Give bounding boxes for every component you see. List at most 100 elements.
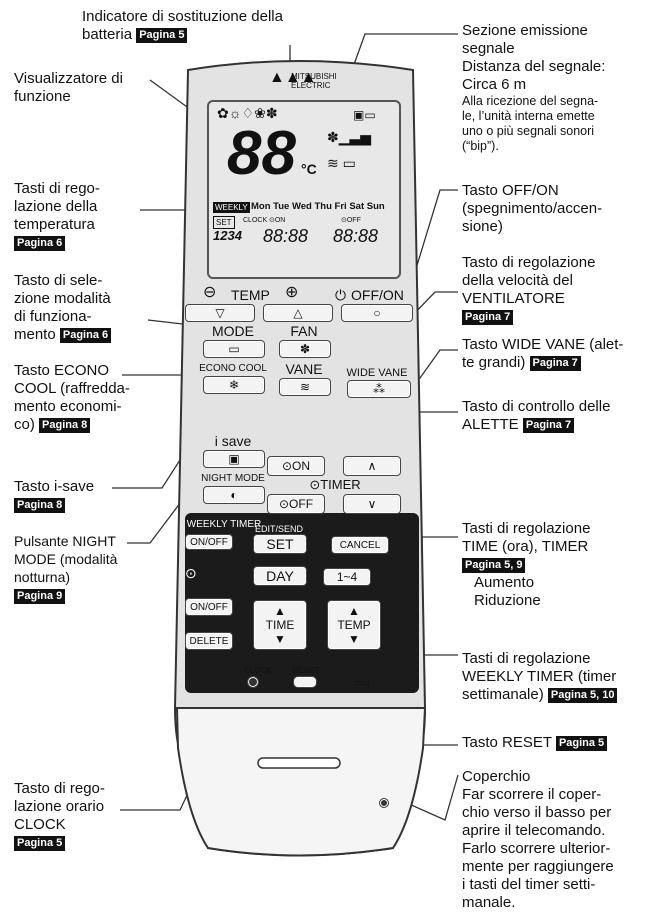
- lcd-unit: °C: [301, 161, 317, 177]
- arrow-up-icon: ▲: [348, 604, 360, 618]
- vane-icon: ≋ ▭: [327, 155, 356, 171]
- temp-timer-label: TEMP: [337, 618, 371, 632]
- vane-icon: ≋: [299, 380, 311, 394]
- weekly-onoff-button[interactable]: ON/OFF: [185, 534, 233, 550]
- lcd-digits: 1234: [213, 228, 242, 243]
- timer-off-button[interactable]: ⊙OFF: [267, 494, 325, 514]
- line-night: [127, 489, 191, 544]
- time-button[interactable]: ▲TIME▼: [253, 600, 307, 650]
- timer-label: ⊙TIMER: [309, 477, 361, 492]
- timer-on-button[interactable]: ⊙ON: [267, 456, 325, 476]
- reset-button[interactable]: [293, 676, 317, 688]
- offon-label: OFF/ON: [351, 287, 404, 303]
- triangle-down-icon: ▽: [215, 306, 225, 320]
- vane-button[interactable]: ≋: [279, 378, 331, 396]
- snowflake-icon: ❄: [228, 378, 240, 392]
- callout-reset: Tasto RESET Pagina 5: [462, 734, 652, 752]
- weekly-timer-label: WEEKLY TIMER: [186, 519, 262, 530]
- callout-widevane: Tasto WIDE VANE (alet-te grandi) Pagina …: [462, 336, 624, 371]
- lcd-time1: 88:88: [263, 226, 309, 246]
- fan-button[interactable]: ✽: [279, 340, 331, 358]
- battery-icon: ▣▭: [353, 108, 376, 122]
- chevron-down-icon: ∨: [367, 497, 377, 511]
- temp-timer-button[interactable]: ▲TEMP▼: [327, 600, 381, 650]
- temp-plus-icon: ⊕: [285, 284, 299, 301]
- arrow-up-icon: ▲: [274, 604, 286, 618]
- cancel-button[interactable]: CANCEL: [331, 536, 389, 554]
- temp-minus-icon: ⊖: [203, 284, 217, 301]
- power-icon: ⏻: [335, 287, 347, 303]
- cover-handle[interactable]: [379, 798, 389, 808]
- clock-label: CLOCK: [244, 666, 272, 675]
- mode-label: MODE: [212, 323, 254, 339]
- lcd-weekly: WEEKLY: [213, 202, 250, 213]
- arrow-down-icon: ▼: [274, 632, 286, 646]
- lcd-set: SET: [213, 216, 235, 229]
- timer-down-button[interactable]: ∨: [343, 494, 401, 514]
- editsend-label: EDIT/SEND: [254, 524, 303, 534]
- lcd-on: ⊙ON: [269, 217, 286, 224]
- isave-label: i save: [214, 433, 252, 449]
- night-mode-button[interactable]: ◐: [203, 486, 265, 504]
- fan-icon: ✽: [299, 342, 311, 356]
- isave-button[interactable]: ▣: [203, 450, 265, 468]
- timer-up-button[interactable]: ∧: [343, 456, 401, 476]
- mode-icons: ✿☼♢❀✽: [217, 105, 278, 121]
- arrow-down-icon: ▼: [348, 632, 360, 646]
- line-isave: [112, 459, 181, 489]
- lcd-days: Mon Tue Wed Thu Fri Sat Sun: [251, 201, 385, 212]
- lcd-time2: 88:88: [333, 226, 379, 246]
- temp-up-button[interactable]: △: [263, 304, 333, 322]
- vane-label: VANE: [285, 361, 323, 377]
- mode-button[interactable]: ▭: [203, 340, 265, 358]
- day-button[interactable]: DAY: [253, 566, 307, 586]
- widevane-label: WIDE VANE: [346, 367, 408, 379]
- set-button[interactable]: SET: [253, 534, 307, 554]
- temp-down-button[interactable]: ▽: [185, 304, 255, 322]
- brand-logo-icon: ▲▲▲: [269, 69, 317, 86]
- weekly-onoff2-button[interactable]: ON/OFF: [185, 598, 233, 616]
- delete-button[interactable]: DELETE: [185, 632, 233, 650]
- lcd-temperature: 88: [227, 119, 296, 188]
- clock-button[interactable]: [247, 676, 259, 688]
- econo-label: ECONO COOL: [199, 363, 267, 374]
- battery-cover-icon: ▭↓: [355, 677, 371, 689]
- fan-label: FAN: [290, 323, 318, 339]
- lcd-clock: CLOCK: [243, 217, 268, 224]
- wide-vane-button[interactable]: ⁂: [347, 380, 411, 398]
- moon-icon: ◐: [230, 488, 238, 502]
- offon-button[interactable]: ○: [341, 304, 413, 322]
- temp-label: TEMP: [231, 287, 270, 303]
- night-label: NIGHT MODE: [201, 473, 265, 484]
- page-tag: Pagina 5: [136, 27, 188, 43]
- isave-icon: ▣: [228, 452, 240, 466]
- line-signal: [351, 33, 458, 71]
- range-button[interactable]: 1~4: [323, 568, 371, 586]
- circle-icon: ○: [373, 306, 381, 320]
- fan-speed-icon: ✽▁▃▅: [327, 129, 372, 145]
- lcd-display: ✿☼♢❀✽ ▣▭ 88 °C ✽▁▃▅ ≋ ▭ WEEKLY Mon Tue W…: [207, 100, 401, 279]
- clock-icon: ⊙: [185, 565, 197, 581]
- callout-battery: Indicatore di sostituzione della batteri…: [82, 8, 283, 43]
- time-label: TIME: [265, 618, 295, 632]
- wide-vane-icon: ⁂: [373, 382, 385, 396]
- econo-cool-button[interactable]: ❄: [203, 376, 265, 394]
- callout-offon: Tasto OFF/ON(spegnimento/accen-sione): [462, 182, 603, 235]
- reset-label: RESET: [292, 666, 320, 675]
- triangle-up-icon: △: [293, 306, 303, 320]
